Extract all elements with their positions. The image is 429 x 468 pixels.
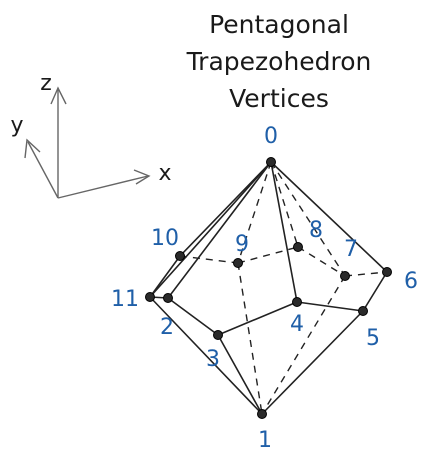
title-line-3: Vertices	[229, 84, 329, 113]
edge-2-3	[167, 297, 219, 336]
hidden-edge-0-8	[270, 161, 299, 248]
vertex-label-8: 8	[309, 218, 323, 243]
z-axis-label: z	[40, 71, 52, 96]
diagram-title: Pentagonal Trapezohedron Vertices	[186, 10, 372, 113]
vertex-2	[163, 293, 173, 303]
x-axis	[57, 175, 149, 199]
edge-0-11	[149, 161, 272, 298]
vertex-9	[233, 258, 243, 268]
vertex-5	[358, 306, 368, 316]
hidden-edge-8-7	[297, 246, 346, 277]
vertex-label-4: 4	[290, 312, 304, 337]
vertex-label-6: 6	[404, 269, 418, 294]
hidden-edge-0-9	[237, 161, 272, 264]
vertex-3	[213, 330, 223, 340]
hidden-edge-7-1	[261, 275, 346, 415]
vertex-6	[382, 267, 392, 277]
vertex-label-2: 2	[160, 315, 174, 340]
vertex-1	[257, 409, 267, 419]
edge-3-1	[217, 334, 263, 415]
edge-4-5	[296, 301, 364, 312]
edge-10-11	[149, 255, 181, 298]
vertex-label-7: 7	[344, 237, 358, 262]
z-arrowhead	[50, 86, 67, 105]
vertex-11	[145, 292, 155, 302]
y-axis	[27, 141, 59, 199]
vertex-7	[340, 271, 350, 281]
title-line-1: Pentagonal	[209, 10, 349, 39]
hidden-edge-9-8	[237, 246, 299, 264]
vertex-label-10: 10	[151, 226, 179, 251]
vertex-label-5: 5	[366, 326, 380, 351]
vertex-4	[292, 297, 302, 307]
vertex-8	[293, 242, 303, 252]
edge-0-4	[270, 161, 298, 303]
vertex-label-11: 11	[111, 287, 139, 312]
vertex-labels: 0 1 2 3 4 5 6 7 8 9 10 11	[111, 124, 418, 453]
hidden-edge-7-6	[344, 271, 388, 277]
hidden-edge-10-9	[179, 255, 239, 264]
vertex-label-9: 9	[235, 232, 249, 257]
vertices	[145, 157, 392, 419]
vertex-10	[175, 251, 185, 261]
edge-5-1	[261, 310, 364, 415]
vertex-label-3: 3	[206, 347, 220, 372]
hidden-edges	[179, 161, 388, 415]
edge-0-10	[179, 161, 272, 257]
vertex-label-1: 1	[258, 428, 272, 453]
title-line-2: Trapezohedron	[186, 47, 372, 76]
vertex-0	[266, 157, 276, 167]
visible-edges	[149, 161, 388, 415]
y-axis-label: y	[10, 113, 23, 138]
edge-0-6	[270, 161, 388, 273]
x-axis-label: x	[158, 161, 171, 186]
edge-5-6	[362, 271, 388, 312]
x-arrowhead	[133, 169, 151, 185]
hidden-edge-0-7	[270, 161, 346, 277]
edge-0-2	[167, 161, 272, 299]
axis-triad: z y x	[10, 71, 172, 199]
y-arrowhead	[24, 138, 41, 159]
edge-3-4	[217, 301, 298, 336]
edge-11-1	[149, 296, 263, 415]
vertex-label-0: 0	[264, 124, 278, 149]
